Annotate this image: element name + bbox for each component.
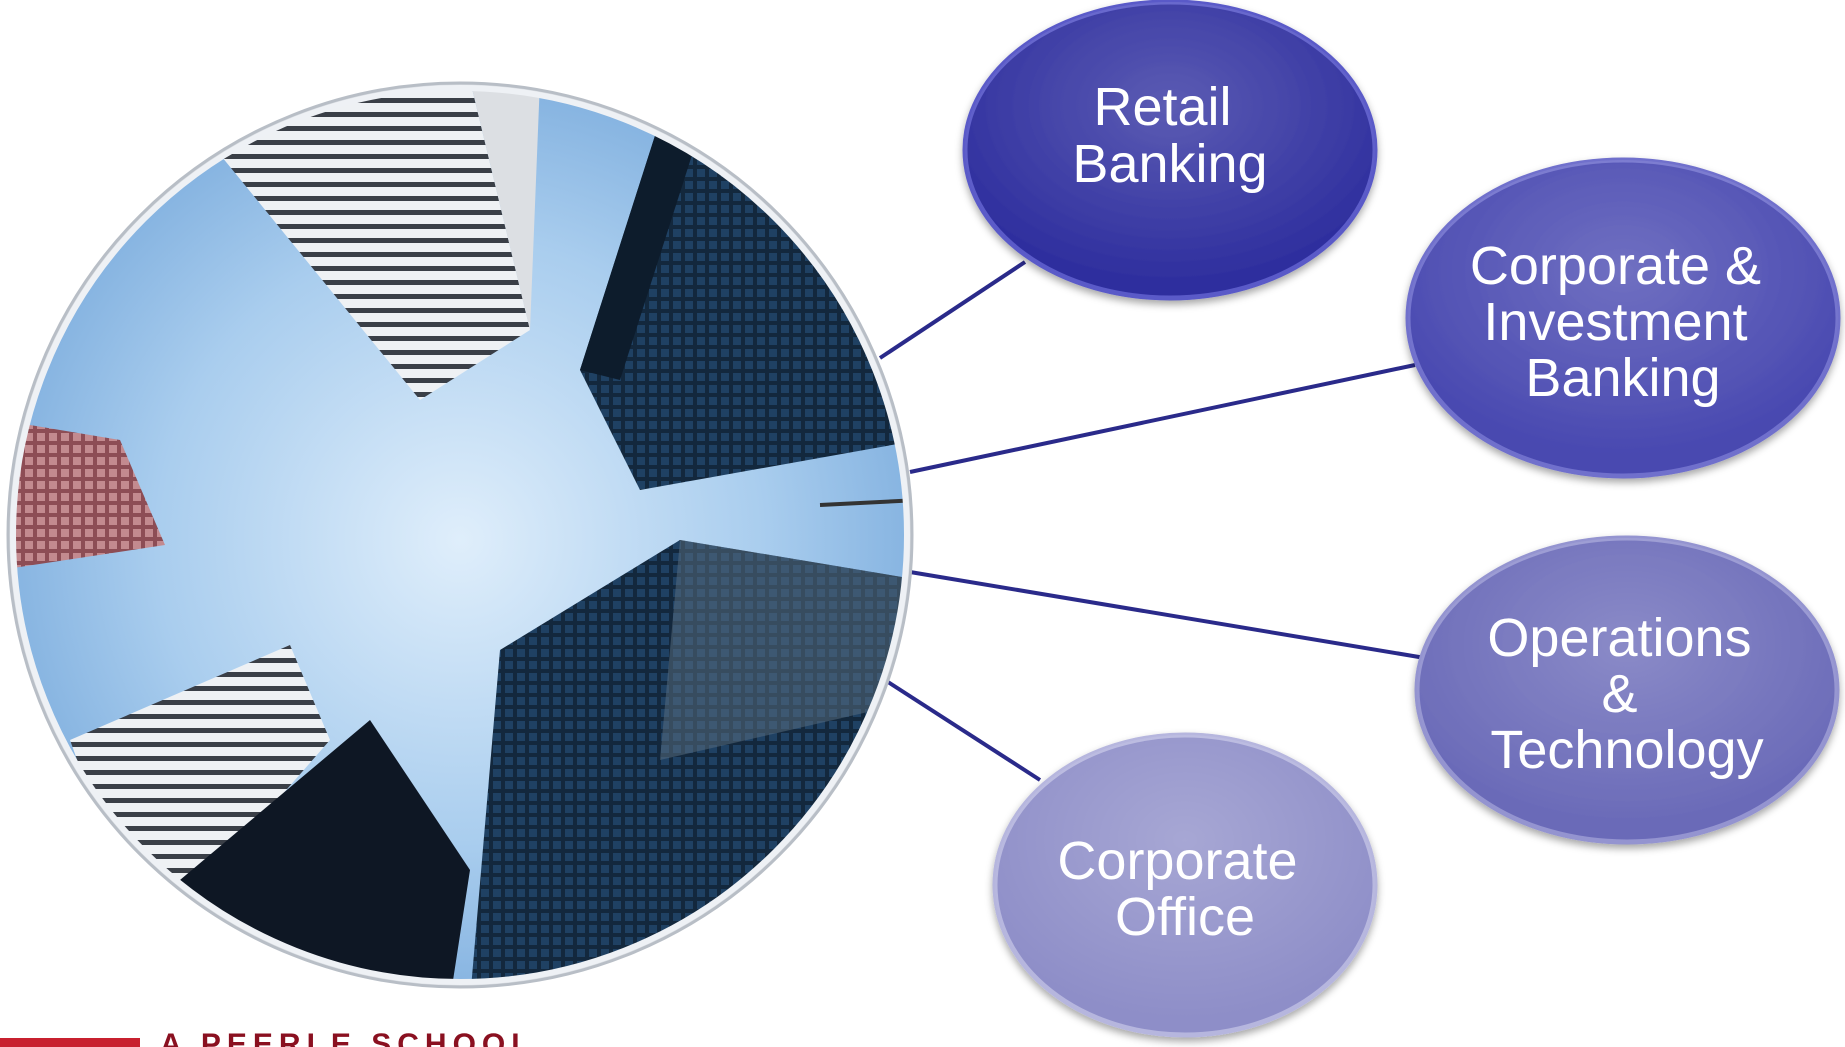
connector-operations [909, 570, 1426, 660]
node-corporate-office: Corporate Office [992, 732, 1378, 1038]
node-retail-banking-label: Retail Banking [1072, 77, 1267, 194]
footer-school-name: A PEERLE SCHOOL [160, 1030, 536, 1047]
hub-building-photo [6, 81, 914, 989]
connector-corporate-investment [909, 363, 1416, 474]
footer-accent-bar [0, 1038, 140, 1047]
node-corporate-investment-banking-label: Corporate & Investment Banking [1470, 236, 1776, 408]
node-corporate-office-label: Corporate Office [1057, 831, 1312, 947]
connectors [878, 260, 1426, 782]
connector-retail [878, 260, 1027, 360]
node-retail-banking: Retail Banking [962, 0, 1378, 301]
node-corporate-investment-banking: Corporate & Investment Banking [1405, 157, 1841, 479]
connector-corporate-office [886, 680, 1042, 782]
node-operations-technology: Operations & Technology [1414, 535, 1840, 845]
node-operations-technology-label: Operations & Technology [1487, 608, 1766, 780]
